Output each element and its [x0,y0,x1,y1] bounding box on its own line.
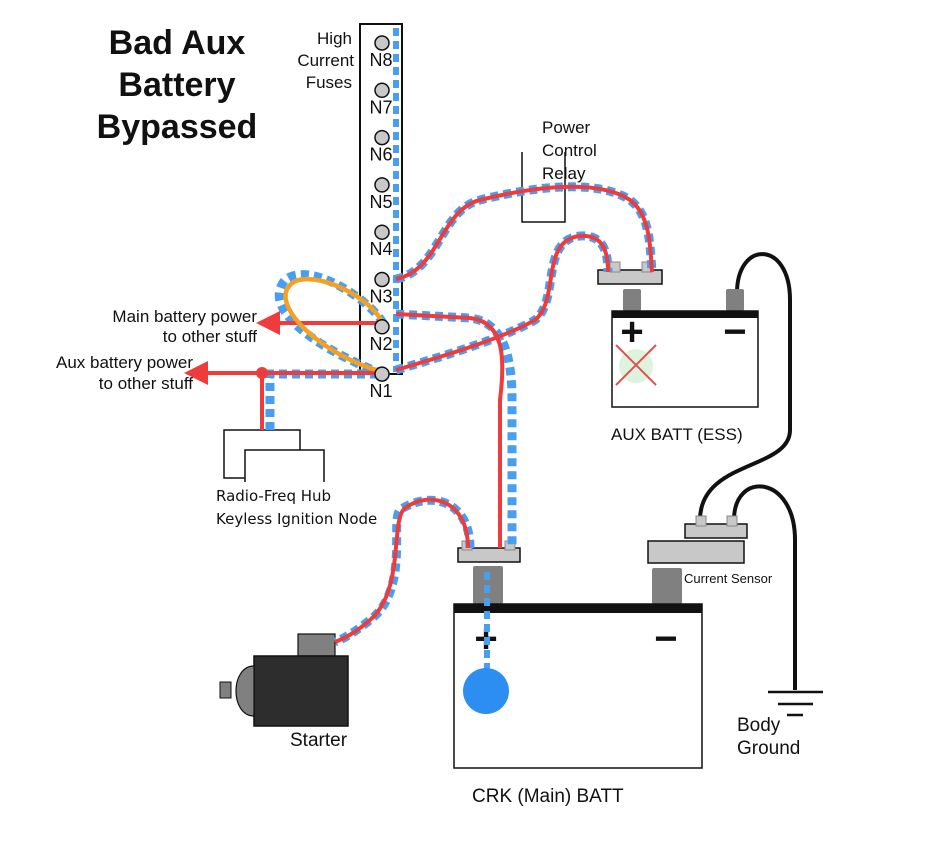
wire-main-to-starter [334,497,470,644]
title-line-2: Battery [118,66,235,104]
relay-label-2: Control [542,141,597,160]
fuse-terminal-n3 [374,271,390,288]
current-sensor-label: Current Sensor [684,571,773,586]
main-output-label-2: to other stuff [163,327,257,346]
main-battery-connector [457,547,521,563]
aux-negative-post [726,289,744,311]
fuse-node-label-n7: N7 [369,97,392,117]
main-battery-label: CRK (Main) BATT [472,786,624,807]
fuse-terminal-n6 [374,129,390,146]
aux-battery: + − AUX BATT (ESS) [597,261,759,444]
aux-failed-x-line-2 [615,344,657,386]
sensor-connector [684,523,748,539]
main-battery: + − CRK (Main) BATT [453,540,703,807]
starter-pinion [219,681,232,699]
starter-label: Starter [290,730,348,751]
fuse-terminal-n2 [374,319,390,335]
hub-label-2: Keyless Ignition Node [216,510,377,528]
current-flow-paths [265,182,657,647]
hub-label-1: Radio-Freq Hub [216,487,331,505]
aux-positive-post [623,289,641,311]
sensor-body [647,540,745,564]
relay-label-3: Relay [542,164,586,183]
ground-label-2: Ground [737,738,800,759]
aux-battery-top-band [612,311,758,318]
flow-source-dot [463,668,509,714]
starter-body [253,655,349,727]
fuse-block-label-1: High [317,29,352,48]
fuse-block-label-3: Fuses [306,73,352,92]
aux-minus-sign: − [723,310,746,354]
fuse-node-label-n8: N8 [369,50,392,70]
aux-plus-sign: + [620,310,643,354]
starter-motor: Starter [219,633,349,751]
fuse-node-label-n1: N1 [369,381,392,401]
fuse-block-label-2: Current [297,51,354,70]
fuse-node-label-n2: N2 [369,334,392,354]
output-labels: Main battery power to other stuff Aux ba… [56,307,257,393]
fuse-node-label-n5: N5 [369,192,392,212]
fuse-terminal-n1 [374,366,390,382]
aux-connector-stud-left [609,261,621,273]
aux-output-label-1: Aux battery power [56,353,193,372]
aux-output-label-2: to other stuff [99,374,193,393]
sensor-connector-stud-right [726,515,738,527]
rf-hub-module: Radio-Freq Hub Keyless Ignition Node [216,429,377,528]
power-control-relay: Power Control Relay [521,118,597,223]
fuse-terminal-n5 [374,177,390,193]
starter-nose [235,665,255,717]
wire-n1-to-aux [395,233,610,372]
aux-battery-label: AUX BATT (ESS) [611,425,743,444]
power-wires [184,184,654,644]
fuse-terminal-n8 [374,35,390,51]
body-ground: Body Ground [737,690,823,759]
ground-wire [732,484,797,690]
flow-hub-feed [265,369,383,430]
fuse-node-label-n4: N4 [369,239,392,259]
wire-n2-to-main [395,312,505,548]
main-output-label-1: Main battery power [112,307,257,326]
wire-junction [256,367,268,379]
ground-wires [698,252,797,690]
title-line-3: Bypassed [97,108,258,146]
aux-battery-connector [597,269,663,285]
flow-source [463,572,509,714]
relay-label-1: Power [542,118,591,137]
fuse-node-label-n3: N3 [369,287,392,307]
fuse-terminal-n7 [374,82,390,99]
bypass-jumper [283,276,385,375]
aux-failed-mark [615,344,657,386]
wire-n3-to-aux [395,184,654,281]
current-sensor: Current Sensor [647,515,773,586]
ground-label-1: Body [737,715,781,736]
starter-solenoid [297,633,336,657]
fuse-node-label-n6: N6 [369,145,392,165]
main-battery-top-band [454,604,702,613]
fuse-terminal-n4 [374,224,390,240]
hub-box-front [244,449,325,482]
title-line-1: Bad Aux [109,24,246,62]
main-minus-sign: − [654,617,677,661]
aux-negative-wire [698,252,792,521]
sensor-connector-stud-left [695,515,707,527]
main-negative-post [652,568,682,604]
diagram-title: Bad Aux Battery Bypassed [97,24,258,146]
